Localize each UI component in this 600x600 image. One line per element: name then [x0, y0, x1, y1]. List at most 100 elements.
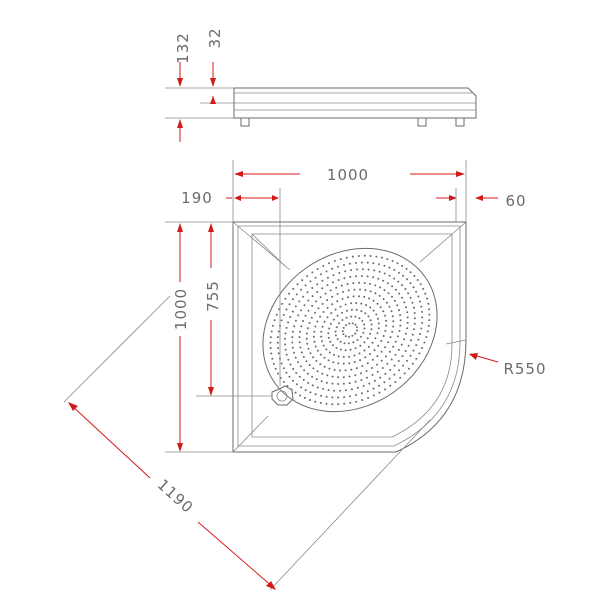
anti-slip-dot	[321, 325, 324, 328]
anti-slip-dot	[382, 279, 385, 282]
anti-slip-dot	[354, 261, 357, 264]
anti-slip-dot	[306, 342, 309, 345]
anti-slip-dot	[381, 256, 383, 259]
anti-slip-dot	[349, 395, 351, 398]
anti-slip-dot	[356, 326, 358, 329]
anti-slip-dot	[300, 288, 302, 291]
anti-slip-dot	[374, 337, 377, 340]
anti-slip-dot	[401, 355, 404, 358]
anti-slip-dot	[277, 372, 279, 375]
anti-slip-dot	[383, 272, 386, 275]
anti-slip-dot	[300, 309, 303, 312]
anti-slip-dot	[325, 270, 328, 273]
anti-slip-dot	[347, 342, 350, 345]
anti-slip-dot	[288, 292, 291, 295]
dimension-label-rim: 60	[505, 192, 526, 210]
anti-slip-dot	[302, 379, 305, 381]
anti-slip-dot	[368, 297, 371, 300]
anti-slip-dot	[316, 320, 319, 323]
anti-slip-dot	[328, 327, 331, 330]
anti-slip-dot	[365, 304, 367, 307]
dimension-line-diagonal	[69, 403, 151, 479]
anti-slip-dot	[316, 386, 319, 389]
anti-slip-dot	[399, 324, 402, 327]
anti-slip-dot	[307, 382, 310, 384]
anti-slip-dot	[370, 367, 373, 369]
anti-slip-dot	[412, 286, 415, 289]
anti-slip-dot	[331, 375, 334, 378]
anti-slip-dot	[323, 320, 326, 323]
anti-slip-dot	[386, 258, 389, 261]
anti-slip-dot	[387, 341, 390, 344]
anti-slip-dot	[393, 373, 396, 376]
anti-slip-dot	[380, 359, 383, 362]
anti-slip-dot	[342, 362, 345, 365]
anti-slip-dot	[403, 301, 406, 304]
anti-slip-dot	[428, 308, 431, 311]
anti-slip-dot	[361, 365, 364, 367]
anti-slip-dot	[322, 311, 325, 313]
corner-chamfer-line	[445, 339, 467, 345]
anti-slip-dot	[331, 382, 334, 385]
anti-slip-dot	[380, 350, 383, 353]
anti-slip-dot	[366, 362, 369, 365]
anti-slip-dot	[343, 396, 346, 399]
anti-slip-dot	[373, 349, 376, 352]
anti-slip-dot	[332, 281, 334, 284]
anti-slip-dot	[337, 355, 340, 358]
anti-slip-dot	[300, 325, 303, 328]
anti-slip-dot	[384, 314, 386, 317]
anti-slip-dot	[394, 353, 397, 356]
anti-slip-dot	[286, 384, 289, 387]
anti-slip-dot	[343, 264, 345, 266]
anti-slip-dot	[326, 306, 329, 309]
anti-slip-dot	[316, 349, 319, 352]
anti-slip-dot	[345, 309, 348, 312]
anti-slip-dot	[321, 372, 324, 375]
anti-slip-dot	[413, 322, 416, 325]
anti-slip-dot	[401, 284, 403, 287]
anti-slip-dot	[325, 395, 328, 398]
anti-slip-dot	[364, 312, 367, 315]
anti-slip-dot	[327, 336, 330, 339]
arrowhead	[177, 223, 183, 232]
anti-slip-dot	[367, 396, 370, 399]
anti-slip-dot	[375, 313, 378, 316]
anti-slip-dot	[366, 275, 369, 278]
anti-slip-dot	[409, 296, 412, 299]
anti-slip-dot	[326, 316, 329, 319]
anti-slip-dot	[363, 327, 366, 330]
anti-slip-dot	[303, 304, 306, 307]
anti-slip-dot	[292, 367, 295, 370]
extension-line	[63, 295, 171, 403]
anti-slip-dot	[420, 327, 423, 330]
anti-slip-dot	[367, 268, 370, 271]
anti-slip-dot	[314, 393, 317, 396]
anti-slip-dot	[327, 359, 330, 362]
anti-slip-dot	[385, 301, 388, 304]
anti-slip-dot	[299, 394, 302, 397]
anti-slip-dot	[321, 279, 324, 282]
anti-slip-dot	[331, 295, 334, 298]
anti-slip-dot	[384, 346, 387, 349]
anti-slip-dot	[427, 324, 430, 327]
anti-slip-dot	[302, 356, 305, 358]
anti-slip-dot	[391, 285, 394, 288]
anti-slip-dot	[293, 325, 296, 328]
anti-slip-dot	[300, 386, 303, 389]
anti-slip-dot	[319, 363, 322, 366]
anti-slip-dot	[327, 389, 330, 392]
anti-slip-dot	[319, 401, 322, 404]
anti-slip-dot	[350, 315, 353, 318]
anti-slip-dot	[384, 372, 387, 375]
anti-slip-dot	[343, 277, 346, 280]
anti-slip-dot	[332, 274, 335, 277]
anti-slip-dot	[285, 308, 288, 311]
anti-slip-dot	[281, 302, 284, 305]
anti-slip-dot	[372, 394, 375, 397]
anti-slip-dot	[418, 352, 421, 355]
anti-slip-dot	[326, 284, 329, 287]
anti-slip-dot	[409, 271, 412, 274]
anti-slip-dot	[396, 304, 399, 307]
anti-slip-dot	[275, 313, 278, 316]
